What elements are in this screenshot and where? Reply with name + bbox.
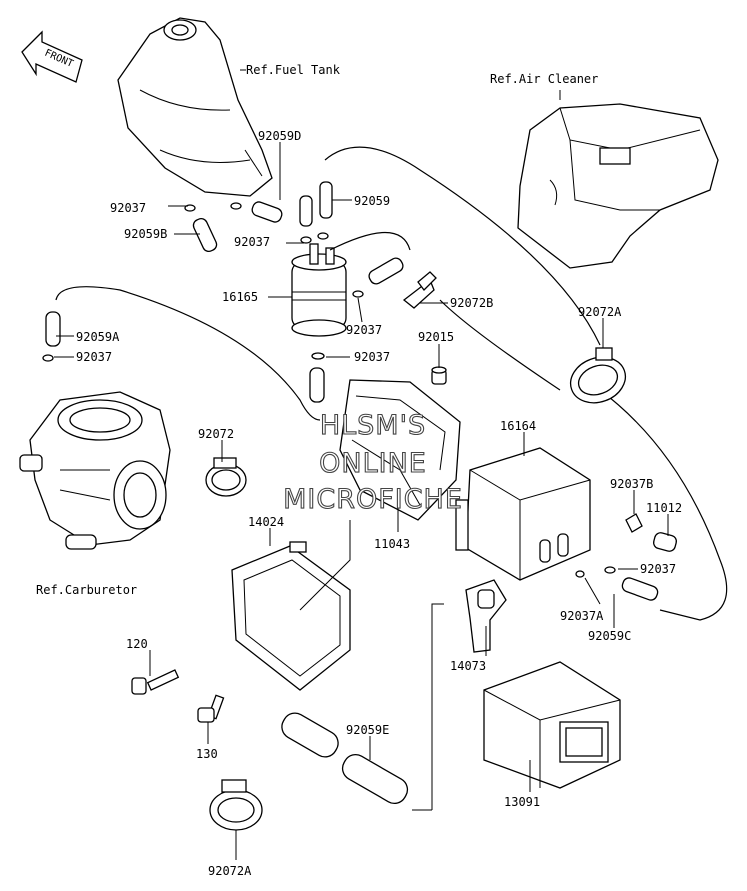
clip-92037-d [42,354,54,362]
hose-to-air-cleaner [324,146,601,346]
bolt-130 [197,694,225,723]
hose-vertical-1 [299,195,313,227]
hose-92059 [319,181,333,219]
label-92059c: 92059C [588,629,631,643]
bracket-92072b [402,271,437,309]
label-92037-3: 92037 [346,323,382,337]
label-120: 120 [126,637,148,651]
ref-air-cleaner-label: Ref.Air Cleaner [490,72,598,86]
clip-92037-c [352,290,364,298]
grommet-92015 [431,366,447,385]
label-14024: 14024 [248,515,284,529]
hose-92059c [621,577,659,601]
label-92037-5: 92037 [354,350,390,364]
clip-92037-b [300,232,329,244]
hose-92059b [192,217,218,253]
label-11043: 11043 [374,537,410,551]
label-92037-4: 92037 [76,350,112,364]
label-11012: 11012 [646,501,682,515]
ref-fuel-tank-label: Ref.Fuel Tank [246,63,341,77]
label-92059b: 92059B [124,227,167,241]
label-92072: 92072 [198,427,234,441]
watermark-line-3: MICROFICHE [283,484,463,515]
label-16165: 16165 [222,290,258,304]
label-14073: 14073 [450,659,486,673]
label-16164: 16164 [500,419,536,433]
label-92059: 92059 [354,194,390,208]
clamp-92072 [205,457,247,497]
hose-left [55,286,321,421]
clip-92037-f [575,566,616,578]
bracket-11043 [339,379,461,521]
label-92072a-bottom: 92072A [208,864,252,878]
label-92059a: 92059A [76,330,120,344]
front-arrow-icon: FRONT [21,30,83,83]
watermark-line-2: ONLINE [319,448,427,479]
air-cleaner-drawing [517,90,719,269]
label-92037b: 92037B [610,477,653,491]
label-92037-6: 92037 [640,562,676,576]
bolt-120 [131,669,180,695]
fuel-filter-16165 [291,232,411,337]
label-92037a: 92037A [560,609,604,623]
hose-filter [439,299,561,391]
cap-11012 [653,532,677,552]
hose-right [599,389,728,621]
label-92015: 92015 [418,330,454,344]
canister-16164 [455,447,591,581]
leader-lines [54,142,669,860]
label-92072b: 92072B [450,296,493,310]
label-13091: 13091 [504,795,540,809]
hose-92059e [281,712,409,805]
watermark-line-1: HLSM'S [320,410,426,441]
ref-carburetor-label: Ref.Carburetor [36,583,137,597]
cover-14024 [231,541,351,691]
label-92072a-right: 92072A [578,305,622,319]
label-92059e: 92059E [346,723,389,737]
clamp-92072a-right [569,347,627,404]
clip-92037-a [184,202,242,212]
module-13091 [483,661,621,789]
part-labels: 92059D 92037 92059B 92037 92059 16165 92… [76,129,682,878]
label-92037-2: 92037 [234,235,270,249]
hose-center-lower [309,367,325,403]
hose-92059a [45,311,61,347]
hose-92059d [251,201,283,223]
carburetor-drawing [19,391,171,550]
boot-14073 [465,579,507,653]
label-92059d: 92059D [258,129,301,143]
clamp-92072a-bottom [209,779,263,831]
clip-92037b [625,513,643,533]
clip-92037-e [311,352,325,360]
fuel-tank-drawing [117,17,273,197]
hose-short-right [368,257,404,285]
label-130: 130 [196,747,218,761]
label-92037-1: 92037 [110,201,146,215]
watermark: HLSM'S ONLINE MICROFICHE [283,409,463,515]
